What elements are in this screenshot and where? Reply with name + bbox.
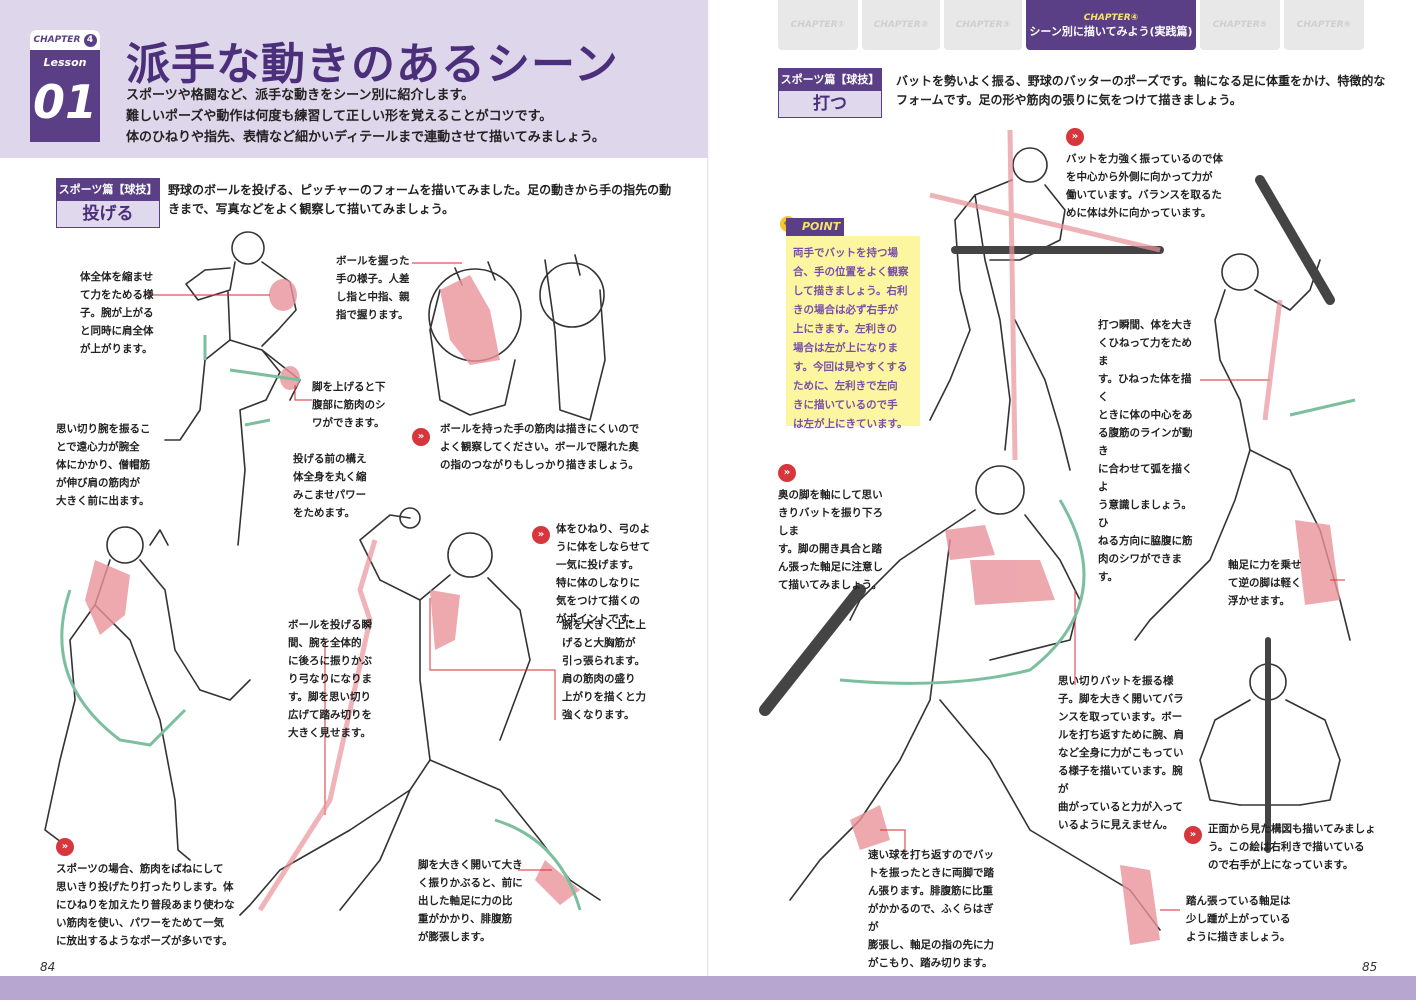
footer-band: [0, 976, 1416, 1000]
section-label-bat: スポーツ篇【球技】 打つ: [778, 68, 882, 118]
note-full-swing: 思い切りバットを振る様子。脚を大きく開いてバランスを取っています。ボールを打ち返…: [1058, 675, 1184, 831]
note-front-view: 正面から見た構図も描いてみましょう。この絵は右利きで描いているので右手が上になっ…: [1208, 823, 1376, 871]
note-pectoral: 腕を大きく上に上げると大胸筋が引っ張られます。肩の筋肉の盛り上がりを描くと力強く…: [562, 619, 646, 721]
tab-chapter-2[interactable]: CHAPTER②: [862, 0, 940, 50]
pitcher-throw-figure: [239, 507, 601, 916]
note-sports-general: スポーツの場合、筋肉をばねにして思いきり投げたり打ったりします。体にひねりを加え…: [56, 863, 235, 947]
note-swing-down: 奥の脚を軸にして思いきりバットを振り下ろします。脚の開き具合と踏ん張った軸足に注…: [778, 489, 883, 591]
hand-ball-figure: [428, 254, 606, 421]
tab-chapter-4[interactable]: CHAPTER④ シーン別に描いてみよう(実践篇): [1026, 0, 1196, 50]
intro-text: スポーツや格闘など、派手な動きをシーン別に紹介します。 難しいポーズや動作は何度…: [126, 88, 605, 145]
note-release: ボールを投げる瞬間、腕を全体的に後ろに振りかぶり弓なりになります。脚を思い切り広…: [288, 619, 372, 739]
lesson-label: Lesson: [43, 56, 87, 69]
note-calf: 脚を大きく開いて大きく振りかぶると、前に出した軸足に力の比重がかかり、腓腹筋が膨…: [418, 859, 523, 943]
note-twist: 打つ瞬間、体を大きくひねって力をためます。ひねった体を描くときに体の中心をある腹…: [1098, 319, 1193, 583]
tab-chapter-6[interactable]: CHAPTER⑥: [1284, 0, 1364, 50]
motion-arrows: [60, 335, 1356, 911]
page-number-left: 84: [40, 960, 56, 974]
tip-icon-swing: »: [778, 464, 796, 482]
note-outward-force: バットを力強く振っているので体を中心から外側に向かって力が働いています。バランス…: [1066, 153, 1223, 219]
pitcher-windup-figure: [164, 231, 301, 546]
note-stance: 投げる前の構え体全身を丸く縮みこませパワーをためます。: [293, 453, 367, 519]
note-hand-tip: ボールを持った手の筋肉は描きにくいのでよく観察してください。ボールで隠れた奥の指…: [440, 423, 640, 471]
note-abs-wrinkle: 脚を上げると下腹部に筋肉のシワができます。: [312, 381, 386, 429]
note-windup: 体全体を縮ませて力をためる様子。腕が上がると同時に肩全体が上がります。: [80, 271, 154, 355]
tip-icon-outward: »: [1066, 128, 1084, 146]
note-pivot-leg: 軸足に力を乗せて逆の脚は軽く浮かせます。: [1228, 559, 1302, 607]
tab-chapter-5[interactable]: CHAPTER⑤: [1200, 0, 1280, 50]
point-box: 両手でバットを持つ場 合、手の位置をよく観察 して描きましょう。右利 きの場合は…: [786, 236, 920, 430]
batter-front-figure: [1199, 637, 1341, 853]
tab-chapter-1[interactable]: CHAPTER①: [778, 0, 858, 50]
note-grip: ボールを握った手の様子。人差し指と中指、親指で握ります。: [336, 255, 410, 321]
header-background: [0, 0, 708, 158]
tip-icon-bow: »: [532, 526, 550, 544]
section-label-throw: スポーツ篇【球技】 投げる: [56, 178, 160, 228]
note-bow-body: 体をひねり、弓のように体をしならせて一気に投げます。特に体のしなりに気をつけて描…: [556, 523, 651, 625]
page-number-right: 85: [1362, 960, 1378, 974]
point-label: POINT: [786, 218, 844, 236]
batter-swing-figure: [759, 465, 1161, 931]
tab-chapter-3[interactable]: CHAPTER③: [944, 0, 1022, 50]
guide-lines: [150, 262, 1345, 911]
muscle-highlights: [85, 275, 1340, 945]
tip-icon-front: »: [1184, 826, 1202, 844]
axis-lines: [257, 129, 1283, 912]
note-heel: 踏ん張っている軸足は少し踵が上がっているように描きましょう。: [1186, 895, 1291, 943]
lesson-number: 01: [32, 75, 97, 129]
note-both-legs: 速い球を打ち返すのでバットを振ったときに両脚で踏ん張ります。腓腹筋に比重がかかる…: [868, 849, 994, 969]
section-desc-bat: バットを勢いよく振る、野球のバッターのポーズです。軸になる足に体重をかけ、特徴的…: [896, 74, 1386, 107]
lesson-badge: CHAPTER 4 Lesson 01: [30, 30, 100, 142]
section-desc-throw: 野球のボールを投げる、ピッチャーのフォームを描いてみました。足の動きから手の指先…: [168, 183, 672, 216]
tip-icon-hand: »: [412, 428, 430, 446]
tip-icon-sports: »: [56, 838, 74, 856]
spread-gutter: [707, 0, 709, 1000]
note-centrifugal: 思い切り腕を振ることで遠心力が腕全体にかかり、僧帽筋が伸び肩の筋肉が大きく前に出…: [56, 423, 151, 507]
page-title: 派手な動きのあるシーン: [126, 39, 619, 90]
chapter-label: CHAPTER 4: [30, 30, 100, 50]
